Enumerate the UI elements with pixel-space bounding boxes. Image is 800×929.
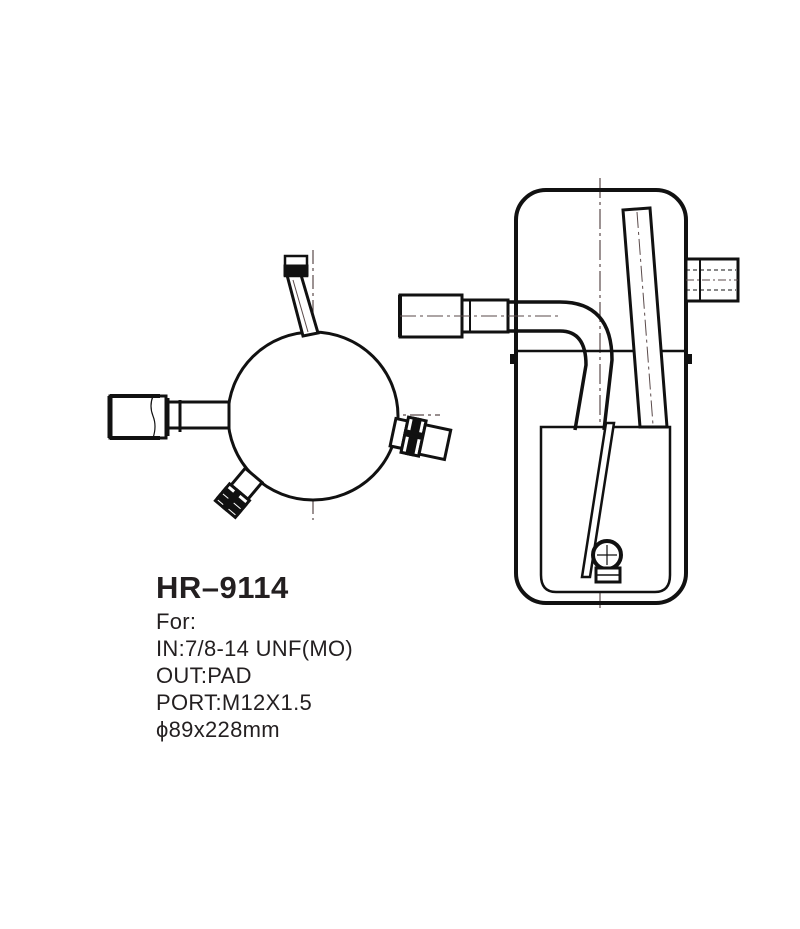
inlet-tube-side [398,293,614,431]
spec-port: PORT:M12X1.5 [156,690,313,715]
model-number: HR–9114 [156,570,289,605]
pickup-filter [591,539,623,584]
inlet-fitting-top [107,394,231,440]
spec-dimensions: ϕ89x228mm [156,717,280,742]
port-fitting-top [388,415,453,462]
top-fitting [283,254,320,338]
spec-inlet: IN:7/8-14 UNF(MO) [156,636,354,661]
receiver-shell [514,188,688,605]
product-spec-block: HR–9114 For: IN:7/8-14 UNF(MO) OUT:PAD P… [156,570,353,743]
side-section-view [398,178,740,612]
outlet-fitting-top [213,466,265,520]
top-view [107,250,453,520]
outlet-tube-side [621,206,669,429]
for-label: For: [156,609,197,634]
desiccant-bag [539,425,672,594]
port-fitting-side [684,257,740,303]
spec-outlet: OUT:PAD [156,663,252,688]
